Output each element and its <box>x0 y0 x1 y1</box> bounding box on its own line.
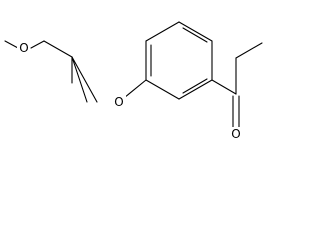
molecule-structure: O O O <box>4 21 263 141</box>
bond-ch2b-oether <box>71 56 98 103</box>
carbonyl-oxygen-label: O <box>231 127 240 141</box>
bond-ch2a-ch2b <box>43 40 73 58</box>
ring-bond-5 <box>178 79 213 100</box>
bond-ch2b-oether-upper <box>71 56 88 103</box>
ring-double-2 <box>182 27 208 43</box>
ring-bond-6 <box>145 79 180 100</box>
methoxy-oxygen-label: O <box>19 41 28 55</box>
structure-canvas: O O O <box>4 21 263 141</box>
bond-ch2-ch3 <box>235 42 263 59</box>
ring-bond-3 <box>178 21 213 42</box>
ether-oxygen-label: O <box>114 95 123 109</box>
ring-double-3 <box>182 78 208 94</box>
bond-o-ch2a <box>30 40 45 49</box>
bond-methyl-o <box>4 40 19 49</box>
bond-ring-carbonyl <box>211 79 237 95</box>
ring-bond-2 <box>145 21 180 42</box>
